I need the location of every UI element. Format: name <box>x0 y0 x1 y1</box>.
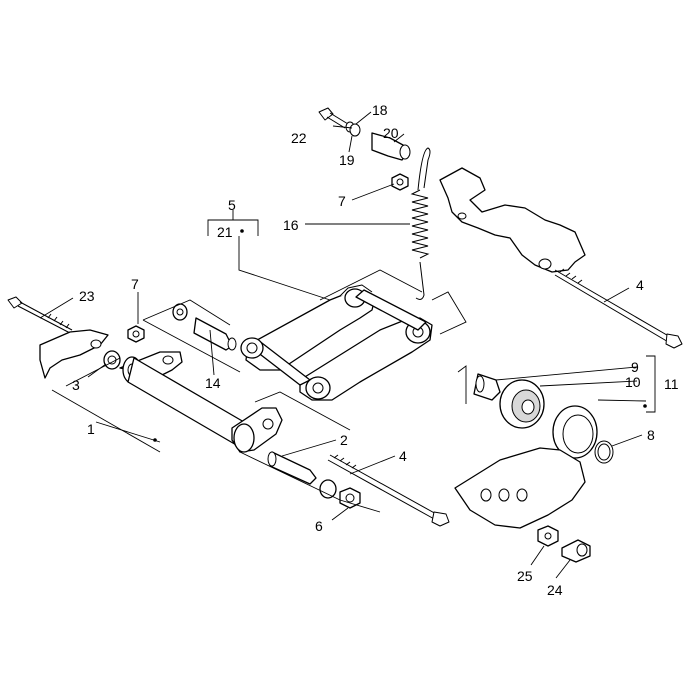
callout-9: 9 <box>631 359 639 375</box>
reference-dots <box>153 229 647 442</box>
callout-7-upper: 7 <box>338 193 346 209</box>
callout-22: 22 <box>291 130 307 146</box>
callout-3: 3 <box>72 377 80 393</box>
silent-block-assembly <box>473 373 598 459</box>
nut-upper <box>391 173 409 191</box>
callout-20: 20 <box>383 125 399 141</box>
callout-8: 8 <box>647 427 655 443</box>
callout-19: 19 <box>339 152 355 168</box>
callout-4-upper: 4 <box>636 277 644 293</box>
nut-left <box>127 325 145 343</box>
lower-fasteners <box>537 525 591 563</box>
long-bolt-lower <box>327 454 450 527</box>
callout-23: 23 <box>79 288 95 304</box>
callout-14: 14 <box>205 375 221 391</box>
callout-4-lower: 4 <box>399 448 407 464</box>
callout-5: 5 <box>228 197 236 213</box>
return-spring <box>410 147 431 300</box>
callout-2: 2 <box>340 432 348 448</box>
callout-11: 11 <box>664 376 679 392</box>
nut-lower <box>319 479 361 509</box>
swing-link-arm <box>240 284 433 401</box>
leader-lines <box>39 111 647 579</box>
callout-25: 25 <box>517 568 533 584</box>
arm-1 <box>119 351 283 453</box>
long-bolt-upper <box>554 268 683 349</box>
callout-10: 10 <box>625 374 641 390</box>
group-lines <box>51 210 656 513</box>
lower-mount-plate <box>454 447 586 529</box>
pivot-pin <box>172 303 237 351</box>
callout-7-left: 7 <box>131 276 139 292</box>
callout-18: 18 <box>372 102 388 118</box>
bushing-left <box>103 350 121 370</box>
callout-24: 24 <box>547 582 563 598</box>
callout-1: 1 <box>87 421 95 437</box>
engine-mount-bracket <box>439 167 586 273</box>
left-bracket <box>39 329 109 379</box>
upper-bolt-assembly <box>318 107 411 161</box>
sleeve <box>267 451 317 485</box>
callout-21: 21 <box>217 224 233 240</box>
callout-16: 16 <box>283 217 299 233</box>
long-bolt-left <box>7 296 73 334</box>
callout-6: 6 <box>315 518 323 534</box>
callout-labels: 18 22 20 19 7 5 16 21 4 23 7 3 14 1 2 4 … <box>72 102 679 598</box>
circlip <box>594 440 614 464</box>
